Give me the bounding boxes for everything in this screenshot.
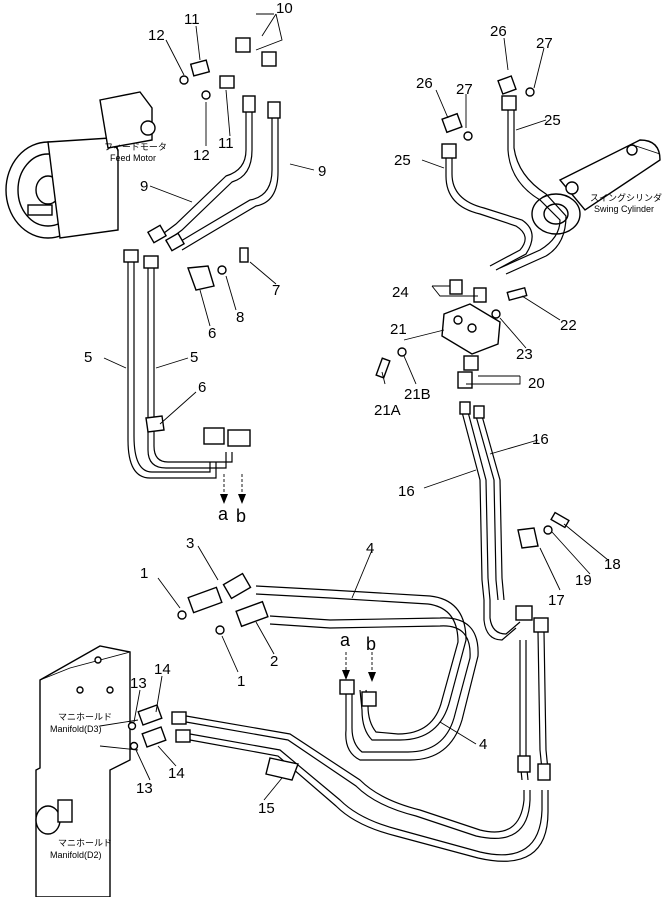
callout-27: 27 bbox=[456, 81, 473, 98]
callout-6: 6 bbox=[208, 325, 216, 342]
callout-18: 18 bbox=[604, 556, 621, 573]
callout-11: 11 bbox=[218, 135, 234, 152]
callout-21A: 21A bbox=[374, 402, 401, 419]
callout-2: 2 bbox=[270, 653, 278, 670]
callout-22: 22 bbox=[560, 317, 577, 334]
swing-cylinder bbox=[531, 139, 661, 235]
component-labels: フィードモータ Feed Motor スイングシリンダ Swing Cylind… bbox=[50, 142, 662, 860]
callout-10: 10 bbox=[276, 0, 293, 17]
feed-motor-label-en: Feed Motor bbox=[110, 153, 156, 163]
callout-16: 16 bbox=[532, 431, 549, 448]
callout-5: 5 bbox=[84, 349, 92, 366]
callout-19: 19 bbox=[575, 572, 592, 589]
callout-13: 13 bbox=[130, 675, 147, 692]
callout-7: 7 bbox=[272, 282, 280, 299]
swing-cylinder-label-en: Swing Cylinder bbox=[594, 204, 654, 214]
manifold-fittings-13-14 bbox=[127, 704, 551, 862]
callout-17: 17 bbox=[548, 592, 565, 609]
callout-9: 9 bbox=[318, 163, 326, 180]
lower-hoses-4 bbox=[177, 572, 479, 761]
callout-1: 1 bbox=[140, 565, 148, 582]
callout-21B: 21B bbox=[404, 386, 431, 403]
mark-a: a bbox=[218, 504, 229, 524]
leader-lines bbox=[99, 13, 661, 801]
flow-arrows bbox=[220, 474, 376, 682]
callout-5: 5 bbox=[190, 349, 198, 366]
callout-6: 6 bbox=[198, 379, 206, 396]
callout-13: 13 bbox=[136, 780, 153, 797]
callout-12: 12 bbox=[148, 27, 165, 44]
callout-23: 23 bbox=[516, 346, 533, 363]
swing-manifold-block bbox=[375, 279, 528, 389]
callout-1: 1 bbox=[237, 673, 245, 690]
callout-27: 27 bbox=[536, 35, 553, 52]
callout-12: 12 bbox=[193, 147, 210, 164]
mark-b: b bbox=[366, 634, 376, 654]
feed-motor bbox=[5, 91, 156, 239]
callout-24: 24 bbox=[392, 284, 409, 301]
callout-3: 3 bbox=[186, 535, 194, 552]
manifold-d2-label-jp: マニホールド bbox=[58, 838, 112, 848]
callout-21: 21 bbox=[390, 321, 407, 338]
callout-11: 11 bbox=[184, 11, 200, 28]
callout-15: 15 bbox=[258, 800, 275, 817]
manifold-d3-label-en: Manifold(D3) bbox=[50, 724, 102, 734]
callout-numbers: 1 1 2 3 4 4 5 5 6 6 7 8 9 9 10 11 11 12 … bbox=[84, 0, 621, 817]
callout-16: 16 bbox=[398, 483, 415, 500]
fittings-10-11-12 bbox=[179, 37, 277, 100]
callout-14: 14 bbox=[168, 765, 185, 782]
callout-14: 14 bbox=[154, 661, 171, 678]
callout-25: 25 bbox=[544, 112, 561, 129]
callout-26: 26 bbox=[416, 75, 433, 92]
callout-4: 4 bbox=[366, 540, 374, 557]
callout-26: 26 bbox=[490, 23, 507, 40]
feed-motor-label-jp: フィードモータ bbox=[104, 142, 167, 152]
feed-motor-hoses bbox=[146, 95, 281, 252]
callout-25: 25 bbox=[394, 152, 411, 169]
manifold-housing bbox=[35, 645, 131, 897]
left-pipes bbox=[123, 247, 251, 479]
manifold-d3-label-jp: マニホールド bbox=[58, 712, 112, 722]
callout-8: 8 bbox=[236, 309, 244, 326]
manifold-d2-label-en: Manifold(D2) bbox=[50, 850, 102, 860]
mark-b: b bbox=[236, 506, 246, 526]
mark-a: a bbox=[340, 630, 351, 650]
callout-9: 9 bbox=[140, 178, 148, 195]
swing-cylinder-label-jp: スイングシリンダ bbox=[590, 192, 662, 203]
right-pipes bbox=[459, 401, 570, 781]
callout-20: 20 bbox=[528, 375, 545, 392]
swing-hoses bbox=[441, 75, 567, 275]
callout-4: 4 bbox=[479, 736, 487, 753]
connection-marks: a b a b bbox=[218, 504, 376, 654]
